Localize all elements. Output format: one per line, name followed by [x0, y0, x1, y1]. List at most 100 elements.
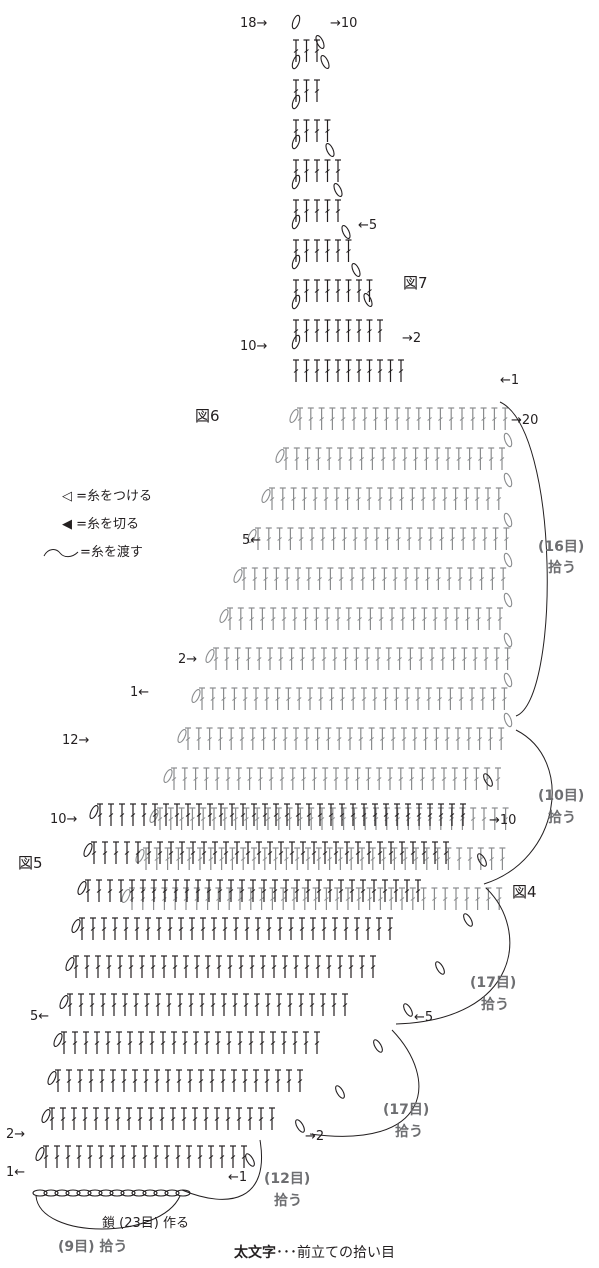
stitch-cross-tick: [143, 857, 149, 861]
stitch-cross-tick: [199, 1003, 205, 1007]
stitch-cross-tick: [335, 289, 341, 293]
stitch-cross-tick: [448, 417, 454, 421]
stitch-cross-tick: [325, 209, 330, 213]
stitch-cross-tick: [139, 965, 145, 969]
stitch-cross-tick: [415, 697, 421, 701]
stitch-cross-tick: [253, 697, 259, 701]
chain-stitch: [291, 14, 301, 30]
stitch-cross-tick: [370, 965, 376, 969]
stitch-cross-tick: [325, 249, 330, 253]
stitch-cross-tick: [90, 927, 96, 931]
stitch-cross-tick: [345, 897, 351, 901]
chain-stitch: [47, 1070, 57, 1086]
stitch-cross-tick: [295, 577, 301, 581]
pickup-12-label: 拾う: [274, 1192, 302, 1209]
chain-stitch: [191, 688, 201, 704]
stitch-cross-tick: [284, 857, 289, 861]
stitch-cross-tick: [421, 851, 427, 855]
stitch-cross-tick: [244, 927, 250, 931]
stitch-cross-tick: [420, 497, 426, 501]
stitch-cross-tick: [414, 577, 420, 581]
stitch-cross-tick: [143, 1079, 149, 1083]
stitch-symbols: [32, 14, 553, 1230]
stitch-cross-tick: [337, 457, 343, 461]
stitch-cross-tick: [112, 927, 118, 931]
stitch-cross-tick: [151, 889, 157, 893]
stitch-cross-tick: [201, 851, 207, 855]
stitch-cross-tick: [398, 777, 404, 781]
chain-stitch: [131, 1189, 147, 1197]
stitch-cross-tick: [314, 249, 320, 253]
stitch-cross-tick: [237, 1041, 243, 1045]
stitch-cross-tick: [211, 927, 217, 931]
stitch-cross-tick: [280, 897, 286, 901]
stitch-cross-tick: [156, 927, 162, 931]
stitch-cross-tick: [232, 1003, 238, 1007]
stitch-cross-tick: [154, 857, 160, 861]
stitch-cross-tick: [488, 737, 493, 741]
stitch-cross-tick: [185, 813, 191, 817]
stitch-cross-tick: [456, 857, 462, 861]
chain-stitch: [463, 913, 473, 927]
stitch-cross-tick: [350, 813, 356, 817]
stitch-cross-tick: [303, 617, 308, 621]
stitch-cross-tick: [259, 1041, 265, 1045]
stitch-cross-tick: [484, 777, 490, 781]
stitch-cross-tick: [119, 813, 125, 817]
stitch-cross-tick: [367, 289, 372, 293]
stitch-cross-tick: [181, 1117, 187, 1121]
stitch-cross-tick: [304, 289, 309, 293]
figure-5-title: 図5: [18, 854, 43, 872]
stitch-cross-tick: [457, 577, 463, 581]
stitch-cross-tick: [297, 1079, 303, 1083]
stitch-cross-tick: [359, 457, 364, 461]
stitch-cross-tick: [480, 697, 486, 701]
stitch-cross-tick: [376, 777, 382, 781]
stitch-cross-tick: [468, 577, 474, 581]
stitch-cross-tick: [210, 1003, 216, 1007]
stitch-cross-tick: [227, 617, 233, 621]
stitch-cross-tick: [346, 249, 351, 253]
stitch-cross-tick: [304, 329, 309, 333]
stitch-cross-tick: [313, 897, 318, 901]
stitch-cross-tick: [424, 457, 429, 461]
stitch-cross-tick: [133, 1003, 139, 1007]
stitch-cross-tick: [302, 897, 308, 901]
stitch-cross-tick: [485, 497, 491, 501]
stitch-cross-tick: [176, 1079, 182, 1083]
stitch-cross-tick: [479, 577, 484, 581]
stitch-cross-tick: [237, 897, 243, 901]
stitch-cross-tick: [489, 857, 494, 861]
stitch-cross-tick: [437, 697, 442, 701]
stitch-cross-tick: [243, 1003, 249, 1007]
stitch-cross-tick: [481, 817, 487, 821]
stitch-cross-tick: [491, 697, 496, 701]
pickup-17a-bracket: [395, 887, 511, 1025]
stitch-cross-tick: [456, 457, 462, 461]
stitch-cross-tick: [356, 497, 361, 501]
stitch-cross-tick: [308, 417, 314, 421]
stitch-cross-tick: [344, 851, 350, 855]
stitch-cross-tick: [383, 697, 388, 701]
row-marker-f7-1: ←1: [500, 373, 519, 388]
stitch-cross-tick: [496, 897, 502, 901]
stitch-cross-tick: [343, 927, 349, 931]
stitch-cross-tick: [120, 1155, 126, 1159]
stitch-cross-tick: [122, 1003, 128, 1007]
chain-stitch: [503, 632, 513, 648]
stitch-cross-tick: [262, 857, 268, 861]
stitch-cross-tick: [458, 697, 464, 701]
stitch-cross-tick: [282, 965, 288, 969]
stitch-cross-tick: [316, 457, 321, 461]
stitch-cross-tick: [406, 537, 412, 541]
stitch-cross-tick: [165, 857, 170, 861]
stitch-cross-tick: [421, 897, 426, 901]
stitch-cross-tick: [345, 497, 350, 501]
stitch-cross-tick: [242, 1079, 248, 1083]
stitch-cross-tick: [308, 817, 314, 821]
stitch-cross-tick: [177, 1003, 183, 1007]
stitch-cross-tick: [190, 851, 196, 855]
chain-stitch: [153, 1189, 169, 1197]
stitch-cross-tick: [281, 1041, 287, 1045]
chain-stitch: [351, 262, 361, 278]
